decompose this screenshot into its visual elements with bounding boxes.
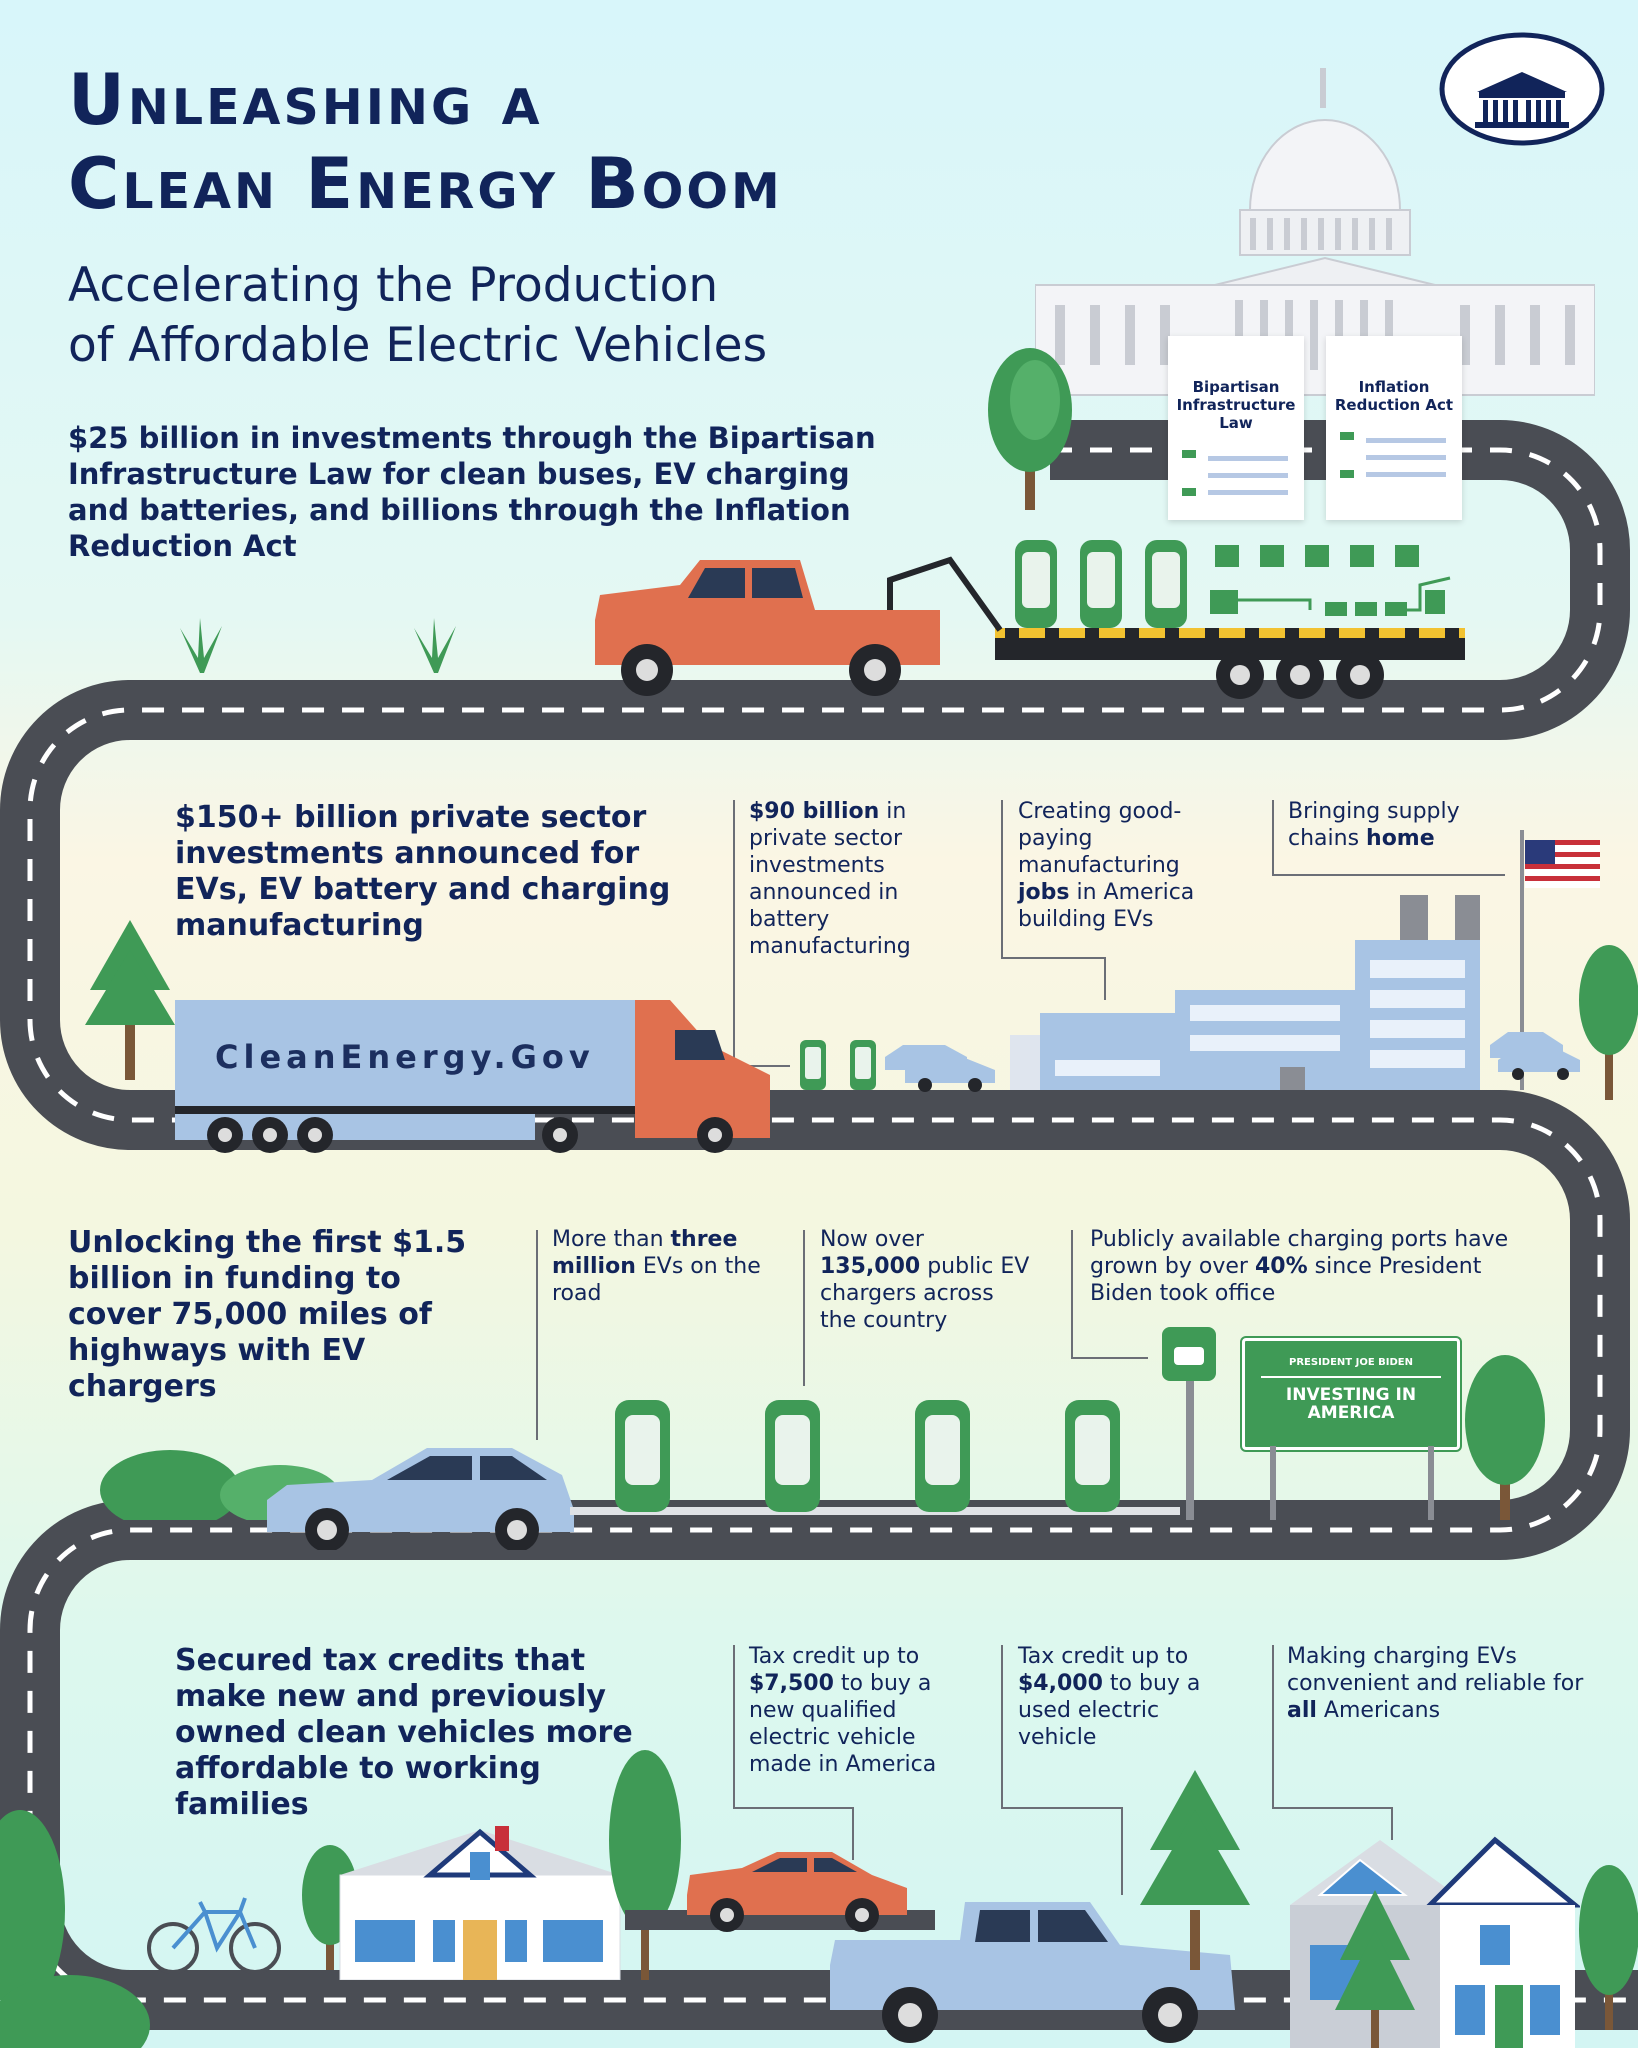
sign-top-text: PRESIDENT JOE BIDEN [1289, 1357, 1413, 1368]
house-icon [339, 1826, 621, 1980]
stat-post: since President Biden took office [1090, 1254, 1482, 1306]
title-line-1: Unleashing a [68, 59, 543, 141]
section2-heading: $150+ billion private sector investments… [175, 800, 671, 943]
grass-icon [180, 618, 222, 673]
intro-text: $25 billion in investments through the B… [68, 421, 876, 563]
page-subtitle: Accelerating the Production of Affordabl… [68, 256, 767, 376]
stat-post: to buy a used electric vehicle [1018, 1671, 1201, 1750]
stat-pre: Publicly available charging ports have g… [1090, 1227, 1509, 1279]
tree-icon [988, 348, 1072, 510]
document-inflation-reduction-act: Inflation Reduction Act [1326, 336, 1462, 520]
ev-chargers-row-icon [570, 1400, 1180, 1515]
semi-truck-icon [175, 1000, 770, 1153]
stat-pre: Now over [820, 1227, 924, 1252]
tree-icon [0, 1810, 65, 2010]
doc-line [1208, 456, 1288, 461]
doc-bullet [1340, 432, 1354, 440]
stat-pre: Making charging EVs convenient and relia… [1287, 1644, 1584, 1696]
stat-bold: 40% [1254, 1254, 1308, 1279]
stat-135000-chargers: Now over 135,000 public EV chargers acro… [820, 1226, 1030, 1334]
stat-40-percent: Publicly available charging ports have g… [1090, 1226, 1510, 1307]
stat-three-million: More than three million EVs on the road [552, 1226, 772, 1307]
american-flag-icon [1520, 830, 1600, 1090]
doc-bullet [1182, 450, 1196, 458]
tree-icon [609, 1750, 681, 1980]
stat-post: public EV chargers across the country [820, 1254, 1030, 1333]
pine-tree-icon [1335, 1890, 1415, 2048]
pine-tree-icon [1140, 1770, 1250, 1970]
doc-bullet [1182, 488, 1196, 496]
stat-bold: $7,500 [749, 1671, 834, 1696]
bicycle-icon [147, 1897, 281, 1974]
document-title: Bipartisan Infrastructure Law [1176, 378, 1296, 432]
doc-line [1366, 438, 1446, 443]
hatchback-car-icon [267, 1448, 574, 1550]
stat-post: to buy a new qualified electric vehicle … [749, 1671, 937, 1777]
doc-line [1208, 473, 1288, 478]
factory-icon [1010, 895, 1480, 1090]
stat-post: Americans [1316, 1698, 1441, 1723]
stat-jobs: Creating good-paying manufacturing jobs … [1018, 798, 1218, 933]
section4-heading: Secured tax credits that make new and pr… [175, 1643, 633, 1822]
doc-line [1366, 472, 1446, 477]
ev-charging-sign-icon [1162, 1327, 1216, 1520]
stat-4000-credit: Tax credit up to $4,000 to buy a used el… [1018, 1643, 1238, 1751]
title-line-2: Clean Energy Boom [68, 143, 783, 225]
charger-group [1015, 540, 1187, 628]
stat-bold: home [1366, 826, 1435, 851]
tree-icon [1579, 1865, 1638, 2030]
small-chargers-and-cars-icon [800, 1040, 995, 1092]
tree-icon [1579, 945, 1638, 1100]
doc-line [1208, 490, 1288, 495]
stat-pre: More than [552, 1227, 671, 1252]
document-bipartisan-infrastructure-law: Bipartisan Infrastructure Law [1168, 336, 1304, 520]
bush-icon [0, 1975, 150, 2048]
stat-post: EVs on the road [552, 1254, 761, 1306]
stat-bold: all [1287, 1698, 1317, 1723]
stat-pre: Bringing supply chains [1288, 799, 1460, 851]
grass-icon [414, 618, 456, 673]
stat-bold: 135,000 [820, 1254, 921, 1279]
stat-bold: $4,000 [1018, 1671, 1103, 1696]
investing-in-america-sign: PRESIDENT JOE BIDEN INVESTING IN AMERICA [1242, 1338, 1460, 1450]
stat-pre: Tax credit up to [1018, 1644, 1189, 1669]
parked-cars-icon [1490, 1032, 1580, 1080]
doc-bullet [1340, 470, 1354, 478]
doc-line [1366, 455, 1446, 460]
blue-pickup-truck-icon [830, 1902, 1235, 2043]
pine-tree-icon [85, 920, 175, 1080]
stat-supply-chains: Bringing supply chains home [1288, 798, 1488, 852]
capitol-building-icon [1035, 68, 1595, 396]
document-title: Inflation Reduction Act [1334, 378, 1454, 414]
tree-icon [1465, 1355, 1545, 1520]
solar-house-icon [1290, 1836, 1580, 2048]
stat-bold: jobs [1018, 880, 1070, 905]
sign-divider [1261, 1376, 1441, 1378]
stat-post: in America building EVs [1018, 880, 1195, 932]
pickup-truck-with-trailer-icon [595, 540, 1465, 699]
white-house-seal-icon [1439, 32, 1605, 146]
stat-7500-credit: Tax credit up to $7,500 to buy a new qua… [749, 1643, 979, 1778]
stat-bold: $90 billion [749, 799, 880, 824]
stat-pre: Creating good-paying manufacturing [1018, 799, 1182, 878]
stat-pre: Tax credit up to [749, 1644, 920, 1669]
stat-all-americans: Making charging EVs convenient and relia… [1287, 1643, 1597, 1724]
sign-main-text: INVESTING IN AMERICA [1285, 1385, 1417, 1423]
section3-heading: Unlocking the first $1.5 billion in fund… [68, 1225, 467, 1404]
truck-label: CleanEnergy.Gov [215, 1038, 595, 1076]
stat-text: in private sector investments announced … [749, 799, 911, 959]
stat-bold: three million [552, 1227, 738, 1279]
subtitle-line-1: Accelerating the Production [68, 258, 719, 313]
red-sedan-icon [687, 1852, 907, 1932]
page-title: Unleashing a Clean Energy Boom [68, 58, 783, 226]
stat-90-billion: $90 billion in private sector investment… [749, 798, 949, 960]
sign-posts [1270, 1446, 1434, 1520]
subtitle-line-2: of Affordable Electric Vehicles [68, 318, 768, 373]
